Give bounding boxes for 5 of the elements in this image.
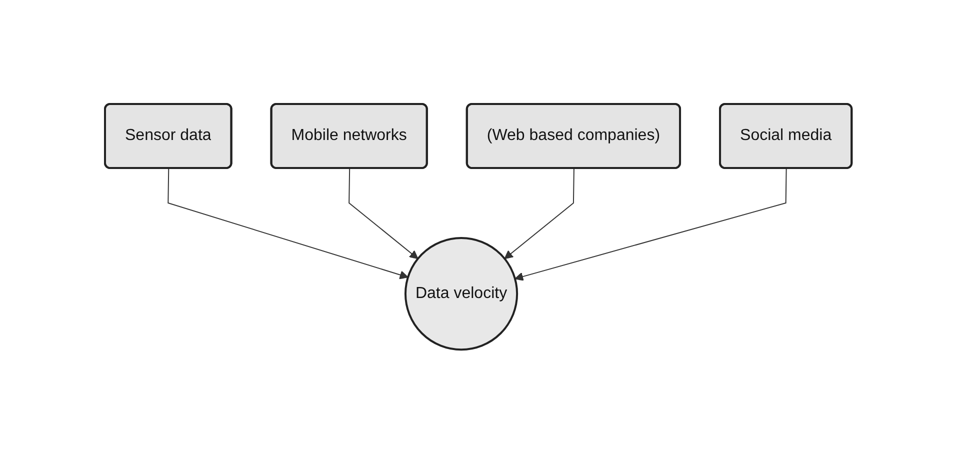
arrow <box>504 168 574 260</box>
arrow <box>348 168 418 260</box>
arrow <box>514 168 786 282</box>
node-circle: Data velocity <box>404 237 518 351</box>
arrow <box>167 168 408 280</box>
